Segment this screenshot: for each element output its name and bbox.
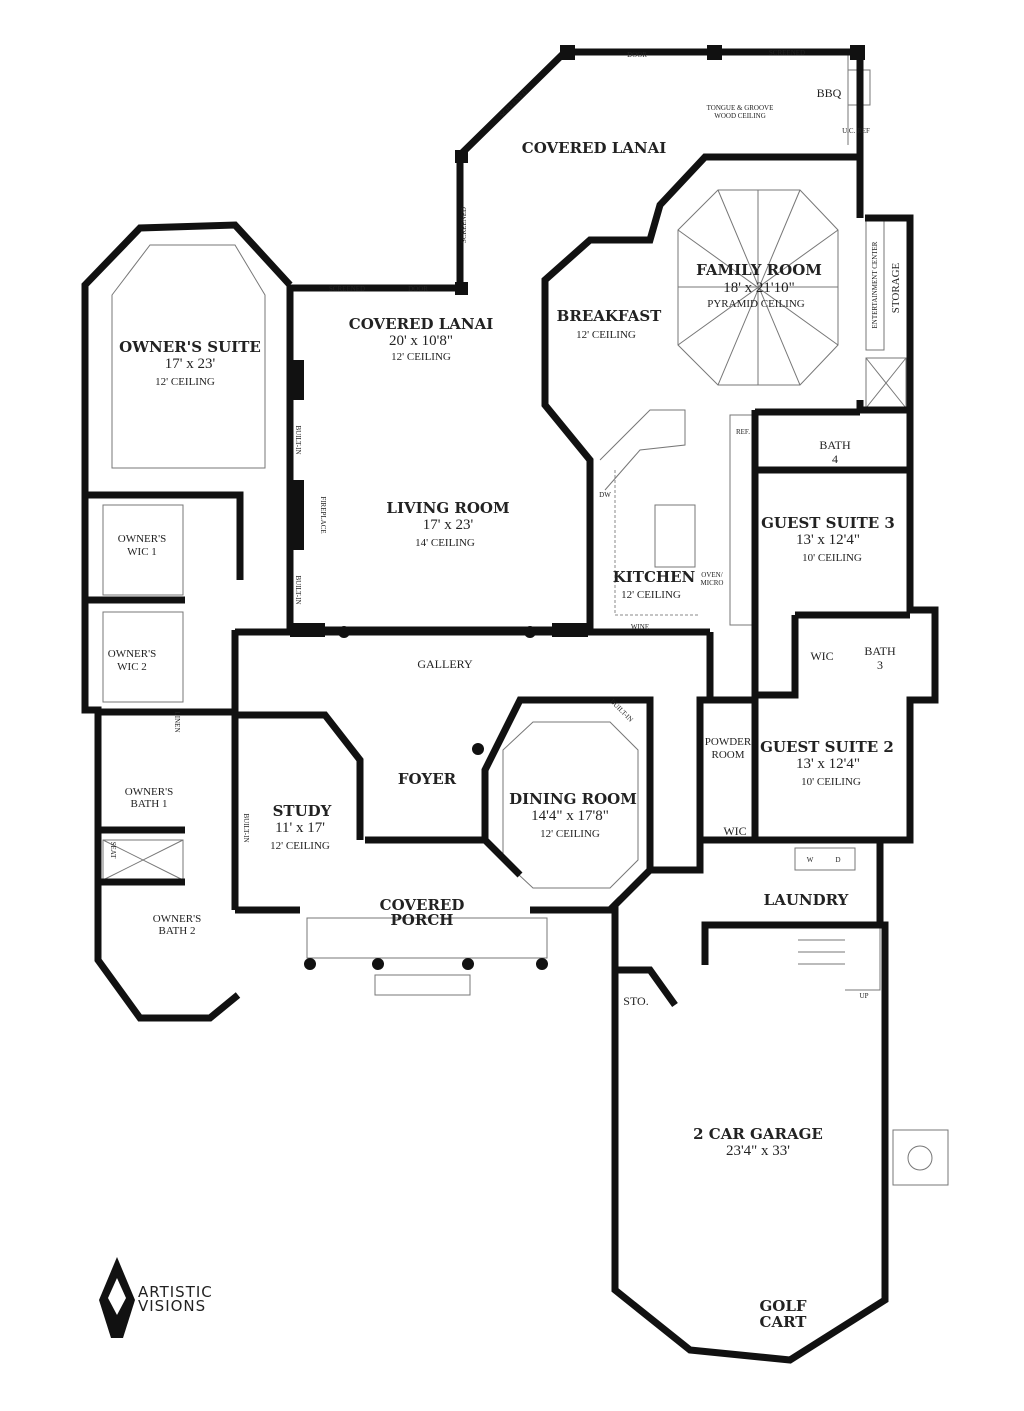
label-covered-porch: COVERED [380, 896, 465, 914]
label-owners-bath-2-num: BATH 2 [159, 925, 196, 937]
label-micro: MICRO [701, 579, 724, 587]
dims-study: 11' x 17' [275, 820, 325, 836]
label-owners-wic-1-num: WIC 1 [127, 546, 157, 558]
label-powder-room-num: ROOM [711, 749, 744, 761]
label-family-room: FAMILY ROOM [696, 261, 822, 279]
artistic-visions-logo: ARTISTIC VISIONS [99, 1257, 213, 1338]
columns [288, 45, 865, 970]
ceiling-guest-suite-3: 10' CEILING [802, 552, 862, 564]
label-tongue-groove: TONGUE & GROOVE [707, 104, 774, 112]
label-wic-guest2: WIC [723, 824, 746, 838]
label-oven: OVEN/ [701, 571, 722, 579]
dims-family-room: 18' x 21'10" [723, 280, 795, 296]
label-covered-porch-2: PORCH [391, 911, 454, 929]
label-study: STUDY [273, 802, 332, 820]
label-owners-wic-2-num: WIC 2 [117, 661, 147, 673]
ceiling-dining-room: 12' CEILING [540, 828, 600, 840]
label-dryer: D [835, 856, 840, 864]
label-wine: WINE [631, 623, 649, 631]
label-linen: LINEN [173, 712, 181, 733]
dims-guest-suite-3: 13' x 12'4" [796, 532, 860, 548]
label-dining-room: DINING ROOM [509, 790, 637, 808]
label-storage-small: STO. [623, 994, 648, 1008]
label-screened-side: SCREENED [460, 207, 468, 243]
label-foyer: FOYER [398, 770, 457, 788]
label-wood-ceiling: WOOD CEILING [714, 112, 766, 120]
ceiling-breakfast: 12' CEILING [576, 329, 636, 341]
label-bath-3-num: 3 [877, 658, 883, 672]
label-breakfast: BREAKFAST [557, 307, 662, 325]
label-covered-lanai-rear: COVERED LANAI [522, 139, 667, 157]
label-screened-diag: SCREENED [498, 88, 529, 119]
label-storage: STORAGE [890, 262, 902, 313]
label-golf-cart-2: CART [760, 1313, 808, 1331]
label-owners-bath-1-num: BATH 1 [131, 798, 168, 810]
label-door-top: DOOR [627, 51, 647, 59]
label-dw: DW [599, 491, 611, 499]
label-bath-4: BATH [819, 438, 851, 452]
label-screened-lanai: SCREENED [329, 285, 365, 293]
label-seat: SEAT [109, 842, 117, 859]
ceiling-kitchen: 12' CEILING [621, 589, 681, 601]
ceiling-covered-lanai: 12' CEILING [391, 351, 451, 363]
label-golf-cart: GOLF [759, 1297, 806, 1315]
label-built-in-1: BUILT-IN [294, 425, 302, 454]
label-owners-wic-2: OWNER'S [108, 648, 156, 660]
label-powder-room: POWDER [705, 736, 752, 748]
label-bath-4-num: 4 [832, 452, 838, 466]
label-washer: W [807, 856, 814, 864]
label-screened-top: SCREENED [769, 49, 805, 57]
label-built-in-study: BUILT-IN [242, 813, 250, 842]
dims-garage: 23'4" x 33' [726, 1143, 790, 1159]
dims-dining-room: 14'4" x 17'8" [531, 808, 609, 824]
ceiling-guest-suite-2: 10' CEILING [801, 776, 861, 788]
label-ref: REF. [736, 428, 750, 436]
label-uc-ref: U.C. REF [842, 127, 870, 135]
label-owners-suite: OWNER'S SUITE [119, 338, 261, 356]
label-bath-3: BATH [864, 644, 896, 658]
label-owners-bath-1: OWNER'S [125, 786, 173, 798]
dims-covered-lanai: 20' x 10'8" [389, 333, 453, 349]
dims-owners-suite: 17' x 23' [165, 356, 216, 372]
logo-line-2: VISIONS [138, 1297, 206, 1315]
dims-guest-suite-2: 13' x 12'4" [796, 756, 860, 772]
ceiling-living-room: 14' CEILING [415, 537, 475, 549]
label-gallery: GALLERY [417, 657, 473, 671]
dims-living-room: 17' x 23' [423, 517, 474, 533]
label-owners-bath-2: OWNER'S [153, 913, 201, 925]
label-fireplace: FIREPLACE [319, 496, 327, 533]
label-owners-wic-1: OWNER'S [118, 533, 166, 545]
label-bbq: BBQ [817, 86, 842, 100]
walls [81, 48, 939, 1364]
label-garage: 2 CAR GARAGE [693, 1125, 823, 1143]
ceiling-study: 12' CEILING [270, 840, 330, 852]
label-built-in-2: BUILT-IN [294, 575, 302, 604]
label-guest-suite-3: GUEST SUITE 3 [761, 514, 895, 532]
label-living-room: LIVING ROOM [386, 499, 509, 517]
label-entertainment-center: ENTERTAINMENT CENTER [871, 241, 879, 328]
label-laundry: LAUNDRY [764, 891, 849, 909]
label-guest-suite-2: GUEST SUITE 2 [760, 738, 894, 756]
logo-line-1: ARTISTIC [138, 1283, 213, 1301]
ceiling-family-room: PYRAMID CEILING [707, 298, 805, 310]
label-up: UP [860, 992, 869, 1000]
label-wic-guest3: WIC [810, 649, 833, 663]
label-covered-lanai: COVERED LANAI [349, 315, 494, 333]
ceiling-owners-suite: 12' CEILING [155, 376, 215, 388]
label-door-lanai: DOOR [408, 285, 428, 293]
label-kitchen: KITCHEN [613, 568, 696, 586]
